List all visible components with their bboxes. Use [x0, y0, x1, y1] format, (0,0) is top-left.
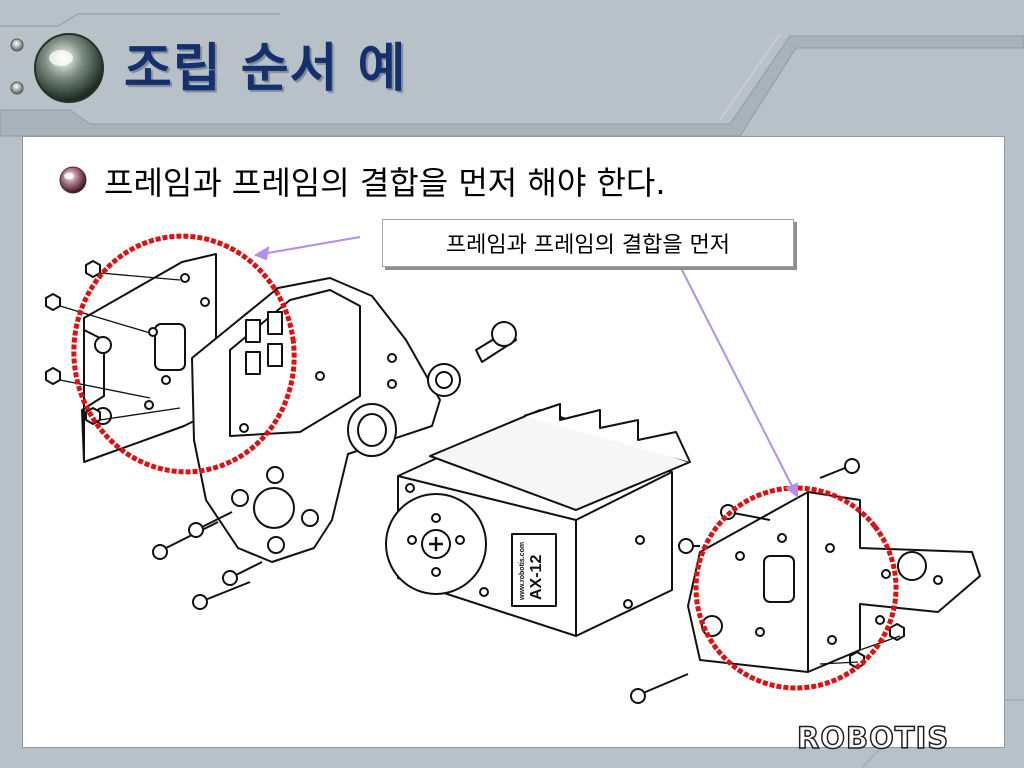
callout-pointer: [253, 236, 798, 499]
slide-title: 조립 순서 예: [124, 39, 407, 99]
bullet-icon: [59, 166, 87, 194]
servo-motor: [385, 403, 691, 637]
bearing-part: [347, 321, 517, 457]
decorative-dot-icon: [10, 38, 24, 95]
robotis-logo: ROBOTIS: [796, 720, 950, 756]
title-ornament: [10, 33, 104, 103]
callout-text: 프레임과 프레임의 결합을 먼저: [445, 233, 731, 258]
servo-label: AX-12: [528, 555, 545, 600]
callout-box: 프레임과 프레임의 결합을 먼저: [382, 219, 794, 267]
right-frame-bracket: [687, 491, 981, 673]
highlight-circle: [71, 233, 899, 691]
bullet-text: 프레임과 프레임의 결합을 먼저 해야 한다.: [104, 164, 666, 202]
assembly-guide-lines: [59, 272, 901, 665]
servo-brand-label: www.robotis.com: [519, 542, 526, 601]
orb-icon: [34, 33, 104, 103]
